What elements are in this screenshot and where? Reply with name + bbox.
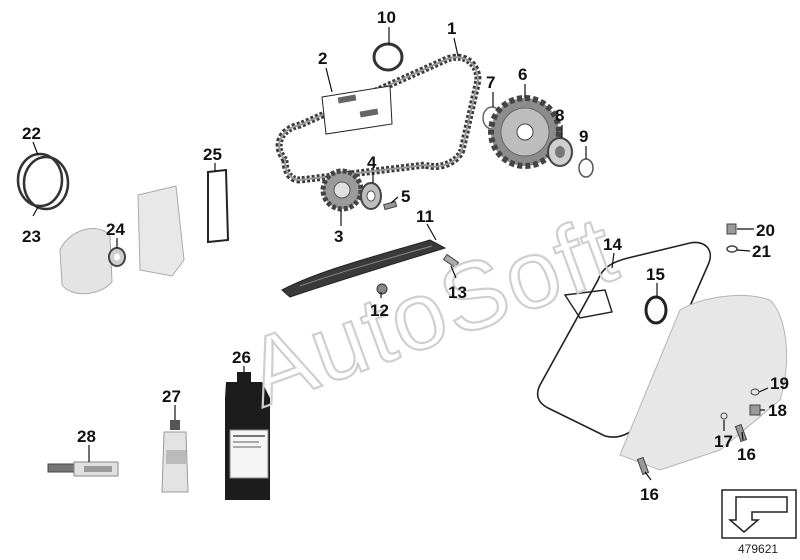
ring-17 [720,412,728,420]
callout-26: 26 [232,348,251,372]
chain-link-kit [321,85,393,135]
svg-text:19: 19 [770,374,789,393]
svg-text:27: 27 [162,387,181,406]
pin-13 [442,253,460,269]
svg-text:8: 8 [555,106,564,125]
svg-text:14: 14 [603,235,622,254]
callout-28: 28 [77,427,96,462]
adhesive-tube [47,461,119,477]
left-cover [59,185,185,295]
shaft-seal [644,295,668,325]
bolt-5 [383,200,398,211]
bearing [547,137,573,167]
callout-24: 24 [106,220,125,248]
svg-text:3: 3 [334,227,343,246]
callout-14: 14 [603,235,622,269]
svg-text:18: 18 [768,401,787,420]
diagram-number: 479621 [738,542,778,556]
callout-16b: 16 [640,471,659,504]
callout-3: 3 [334,210,343,246]
svg-text:16: 16 [737,445,756,464]
sprocket-large [488,95,562,169]
svg-text:28: 28 [77,427,96,446]
svg-text:6: 6 [518,65,527,84]
callout-23: 23 [22,206,41,246]
cover-gasket [536,241,712,438]
plug-18 [749,404,761,416]
callout-11: 11 [416,207,437,241]
svg-text:26: 26 [232,348,251,367]
svg-text:13: 13 [448,283,467,302]
gasket-window [563,289,613,319]
svg-text:9: 9 [579,127,588,146]
watermark: AutoSoft [233,195,631,427]
svg-text:4: 4 [367,153,377,172]
svg-text:7: 7 [486,73,495,92]
bolt-16-upper [734,423,748,443]
svg-text:17: 17 [714,432,733,451]
callout-19: 19 [758,374,789,393]
svg-text:15: 15 [646,265,665,284]
oil-bottle [225,372,270,500]
callout-1: 1 [447,19,459,57]
callout-25: 25 [203,145,222,172]
tensioner-rail [281,239,447,298]
gasket-25 [207,168,230,244]
svg-text:22: 22 [22,124,41,143]
svg-text:2: 2 [318,49,327,68]
callout-17: 17 [714,420,733,451]
callout-10: 10 [377,8,396,44]
svg-text:25: 25 [203,145,222,164]
svg-text:24: 24 [106,220,125,239]
washer [360,182,382,210]
svg-text:16: 16 [640,485,659,504]
svg-text:11: 11 [416,207,434,226]
svg-text:5: 5 [401,187,410,206]
callout-20: 20 [737,221,775,240]
svg-text:10: 10 [377,8,396,27]
callout-7: 7 [486,73,495,107]
callout-22: 22 [22,124,41,156]
callout-27: 27 [162,387,181,420]
callout-21: 21 [736,242,771,261]
seal-24 [108,247,126,267]
arrow-box-icon [721,489,797,539]
callout-2: 2 [318,49,333,93]
callout-4: 4 [367,153,377,183]
svg-text:1: 1 [447,19,456,38]
seal-ring-21 [726,245,738,253]
sprocket-small [320,168,364,212]
svg-text:23: 23 [22,227,41,246]
o-ring [372,42,404,72]
svg-text:12: 12 [370,301,389,320]
callout-12: 12 [370,292,389,320]
screw-12 [376,283,388,295]
timing-chain [275,53,482,184]
callout-18: 18 [760,401,787,420]
sealing-rings [16,152,70,211]
circlip-9 [578,158,594,178]
svg-text:20: 20 [756,221,775,240]
callout-16a: 16 [737,431,756,464]
callout-8: 8 [555,106,564,138]
grease-tube [161,420,189,493]
right-cover [619,294,787,471]
callout-15: 15 [646,265,665,297]
callout-9: 9 [579,127,588,159]
plug-20 [726,223,737,235]
callout-6: 6 [518,65,527,98]
svg-text:21: 21 [752,242,771,261]
callout-5: 5 [390,187,410,206]
callout-13: 13 [448,265,467,302]
